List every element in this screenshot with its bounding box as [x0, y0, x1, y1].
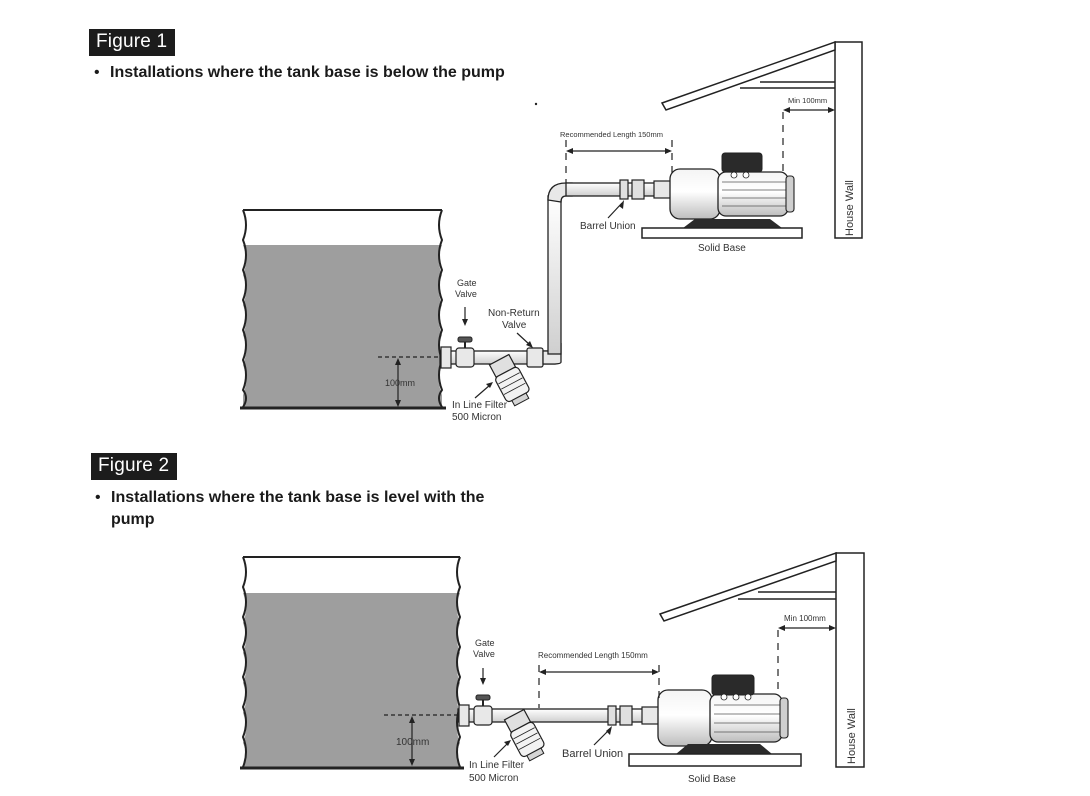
tank-right-wall: [438, 209, 444, 408]
callouts: Gate Valve Non-Return Valve Barrel Union…: [452, 200, 746, 423]
house-wall: [834, 41, 863, 239]
barrel-union-nut: [619, 705, 633, 726]
pump-terminal-box: [721, 152, 763, 173]
non-return-label-line-2: Valve: [502, 320, 527, 331]
roof-eave: [658, 551, 837, 622]
water-tank: 100mm: [240, 209, 446, 410]
inline-filter: [488, 353, 530, 407]
barrel-union: [607, 705, 617, 726]
non-return-valve: [526, 347, 544, 368]
tank-left-wall: [241, 556, 247, 768]
solid-base: [628, 753, 802, 767]
tank-left-wall: [241, 209, 247, 408]
pump-foot: [676, 744, 772, 754]
vertical-riser-pipe: [547, 195, 562, 355]
pump-inlet-collar: [641, 706, 661, 725]
house-wall-label: House Wall: [846, 708, 858, 764]
figure-2-bullet-text: Installations where the tank base is lev…: [111, 489, 485, 528]
tank-outlet-fitting: [458, 704, 470, 727]
height-arrow-down: [409, 759, 415, 766]
water-tank: 100mm: [240, 556, 464, 770]
barrel-union-label: Barrel Union: [580, 221, 636, 232]
pump-inlet-collar: [653, 180, 673, 199]
figure-1-description: • Installations where the tank base is b…: [94, 62, 530, 84]
roof-eave: [660, 40, 836, 111]
height-arrow-up: [409, 716, 415, 723]
pump-motor: [717, 171, 789, 217]
pump: [628, 674, 802, 767]
figure-2-tag: Figure 2: [91, 453, 178, 480]
recommended-length-label: Recommended Length 150mm: [538, 651, 648, 660]
clearance-dimensions: Min 100mm Recommended Length 150mm: [538, 614, 836, 708]
house-wall-label: House Wall: [844, 180, 856, 236]
figure-2-description: • Installations where the tank base is l…: [95, 487, 531, 531]
gate-valve-label-line-2: Valve: [455, 289, 477, 299]
tank-outlet-fitting: [440, 346, 452, 369]
height-arrow-down: [395, 400, 401, 407]
tank-right-wall: [456, 556, 462, 768]
suction-pipework: [457, 694, 664, 762]
pump-foot: [683, 219, 782, 228]
house-wall: [835, 552, 865, 768]
pump-volute: [657, 689, 713, 747]
tank-water: [243, 593, 460, 767]
gate-valve-body: [455, 347, 475, 368]
pump: [641, 152, 803, 239]
barrel-union: [619, 179, 629, 200]
figure-2-diagram: 100mm: [240, 551, 865, 785]
pump-volute: [669, 168, 721, 220]
pump-cooling-fan: [779, 697, 789, 739]
solid-base-label: Solid Base: [698, 243, 746, 254]
figure-1-bullet-text: Installations where the tank base is bel…: [110, 64, 505, 81]
min-clearance-label: Min 100mm: [788, 96, 827, 105]
bullet-marker: •: [94, 64, 100, 81]
tank-water: [243, 245, 442, 407]
pump-terminal-box: [711, 674, 755, 696]
inline-filter: [503, 708, 545, 762]
gate-valve-label-line-1: Gate: [475, 638, 495, 648]
barrel-union-nut: [631, 179, 645, 200]
non-return-label-line-1: Non-Return: [488, 308, 540, 319]
height-arrow-up: [395, 358, 401, 365]
filter-label-line-1: In Line Filter: [452, 400, 508, 411]
tank-height-label: 100mm: [396, 737, 429, 748]
callouts: Gate Valve Barrel Union Solid Base In Li…: [469, 638, 736, 785]
filter-label-line-2: 500 Micron: [469, 773, 518, 784]
house-structure: House Wall: [658, 551, 865, 768]
gate-valve-label-line-2: Valve: [473, 649, 495, 659]
clearance-dimensions: Min 100mm Recommended Length 150mm: [534, 96, 835, 183]
figure-1-tag: Figure 1: [89, 29, 176, 56]
gate-valve-body: [473, 705, 493, 726]
min-clearance-label: Min 100mm: [784, 614, 826, 623]
gate-valve-label-line-1: Gate: [457, 278, 477, 288]
bullet-marker: •: [95, 489, 101, 506]
solid-base-label: Solid Base: [688, 774, 736, 785]
filter-label-line-2: 500 Micron: [452, 412, 501, 423]
gate-valve-handle: [457, 336, 473, 343]
stray-dot: [534, 102, 538, 106]
figure-1-diagram: 100mm: [240, 40, 863, 423]
recommended-length-label: Recommended Length 150mm: [560, 130, 663, 139]
suction-pipework: [439, 179, 677, 407]
gate-valve-handle: [475, 694, 491, 701]
pump-motor: [709, 693, 783, 743]
pump-cooling-fan: [785, 175, 795, 213]
tank-height-label: 100mm: [385, 378, 415, 388]
filter-label-line-1: In Line Filter: [469, 760, 525, 771]
house-structure: House Wall: [660, 40, 863, 239]
barrel-union-label: Barrel Union: [562, 748, 623, 760]
solid-base: [641, 227, 803, 239]
